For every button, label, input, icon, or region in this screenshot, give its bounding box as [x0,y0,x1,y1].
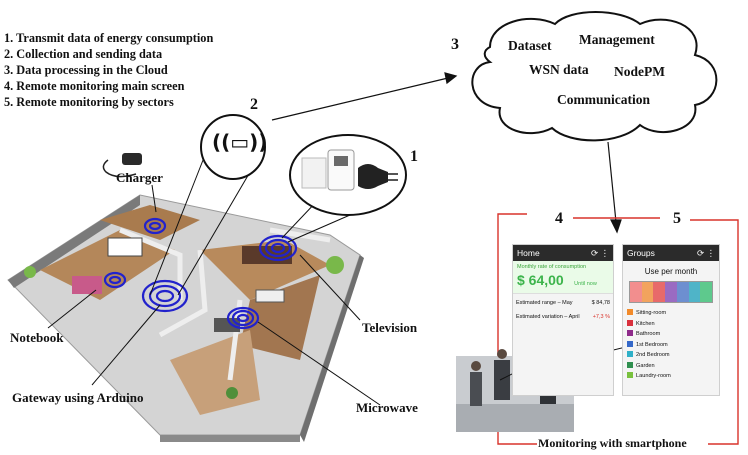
group-color-swatch [627,361,633,368]
notebook-label: Notebook [10,330,64,345]
phone-main-summary: Monthly rate of consumption $ 64,00 Unti… [513,261,613,294]
group-item-label: Sitting-room [636,310,667,316]
cloud-label-management: Management [579,32,655,47]
cloud-shape [471,11,718,142]
monitoring-frame [497,213,739,445]
usage-bar-segment [665,282,677,302]
charger-label: Charger [116,170,163,185]
group-item-label: Garden [636,362,655,369]
group-item-label: 1st Bedroom [636,341,668,348]
group-color-swatch [627,309,633,315]
usage-bar-segment [653,282,666,302]
group-color-swatch [627,372,633,378]
group-item-label: Kitchen [636,320,655,327]
group-item-label: 2nd Bedroom [636,352,670,358]
group-color-swatch [627,319,633,326]
sensor-zoom [281,134,407,243]
usage-bar-segment [688,282,701,302]
phone-groups-title: Groups [627,248,655,258]
marker-5: 5 [673,210,681,227]
charger-icon [102,153,142,178]
group-item[interactable]: 2nd Bedroom [627,350,719,361]
step-item: 3. Data processing in the Cloud [4,63,168,77]
group-item-label: Laundry-room [636,373,671,379]
cloud-label-communication: Communication [557,92,651,107]
usage-bar [629,281,713,303]
phone-main-screen: Home ⟳ ⋮ Monthly rate of consumption $ 6… [512,244,614,396]
monitoring-label: Monitoring with smartphone [538,436,687,450]
refresh-icon[interactable]: ⟳ ⋮ [697,248,715,258]
use-per-month-heading: Use per month [644,267,698,276]
marker-4: 4 [555,210,563,227]
wifi-icon: ((▭)) [212,130,268,154]
group-color-swatch [627,330,633,336]
step-item: 1. Transmit data of energy consumption [4,31,214,45]
microwave-label: Microwave [356,400,418,415]
monthly-rate-label: Monthly rate of consumption [517,264,587,270]
cloud-label-nodepm: NodePM [614,64,665,79]
range-value: $ 84,78 [591,300,610,306]
gateway-zoom [149,114,266,296]
step-item: 4. Remote monitoring main screen [4,79,185,93]
estimated-range-row: Estimated range – May $ 84,78 [513,294,613,306]
cloud-label-wsn-data: WSN data [529,62,589,77]
group-color-swatch [627,351,633,357]
phone-main-titlebar: Home ⟳ ⋮ [513,245,613,261]
step-item: 5. Remote monitoring by sectors [4,95,174,109]
cloud-label-dataset: Dataset [508,38,552,53]
marker-3: 3 [451,36,459,53]
group-item-label: Bathroom [636,331,661,337]
flow-arrows [271,72,622,234]
step-item: 2. Collection and sending data [4,47,163,61]
gateway-label: Gateway using Arduino [12,390,144,405]
variation-value: +7,3 % [592,314,610,320]
television-label: Television [362,320,418,335]
marker-2: 2 [250,96,258,113]
device-pointers [47,184,381,406]
group-item[interactable]: 1st Bedroom [627,340,719,351]
usage-bar-segment [641,282,654,302]
group-item[interactable]: Bathroom [627,329,719,340]
refresh-icon[interactable]: ⟳ ⋮ [591,248,609,258]
group-item[interactable]: Kitchen [627,319,719,330]
wireless-waves [103,217,298,330]
usage-bar-segment [676,282,689,302]
amount-value: $ 64,00 [517,272,564,288]
group-item[interactable]: Garden [627,361,719,372]
usage-bar-segment [630,282,642,302]
amount-note: Until now [574,281,597,287]
group-item[interactable]: Laundry-room [627,371,719,382]
phone-groups-titlebar: Groups ⟳ ⋮ [623,245,719,261]
step-list: 1. Transmit data of energy consumption 2… [4,30,213,110]
usage-bar-segment [700,282,713,302]
phone-main-title: Home [517,248,540,258]
estimated-variation-row: Estimated variation – April +7,3 % [513,306,613,320]
range-label: Estimated range – May [516,300,573,306]
marker-1: 1 [410,148,418,165]
group-color-swatch [627,340,633,347]
group-item[interactable]: Sitting-room [627,308,719,319]
variation-label: Estimated variation – April [516,314,580,320]
